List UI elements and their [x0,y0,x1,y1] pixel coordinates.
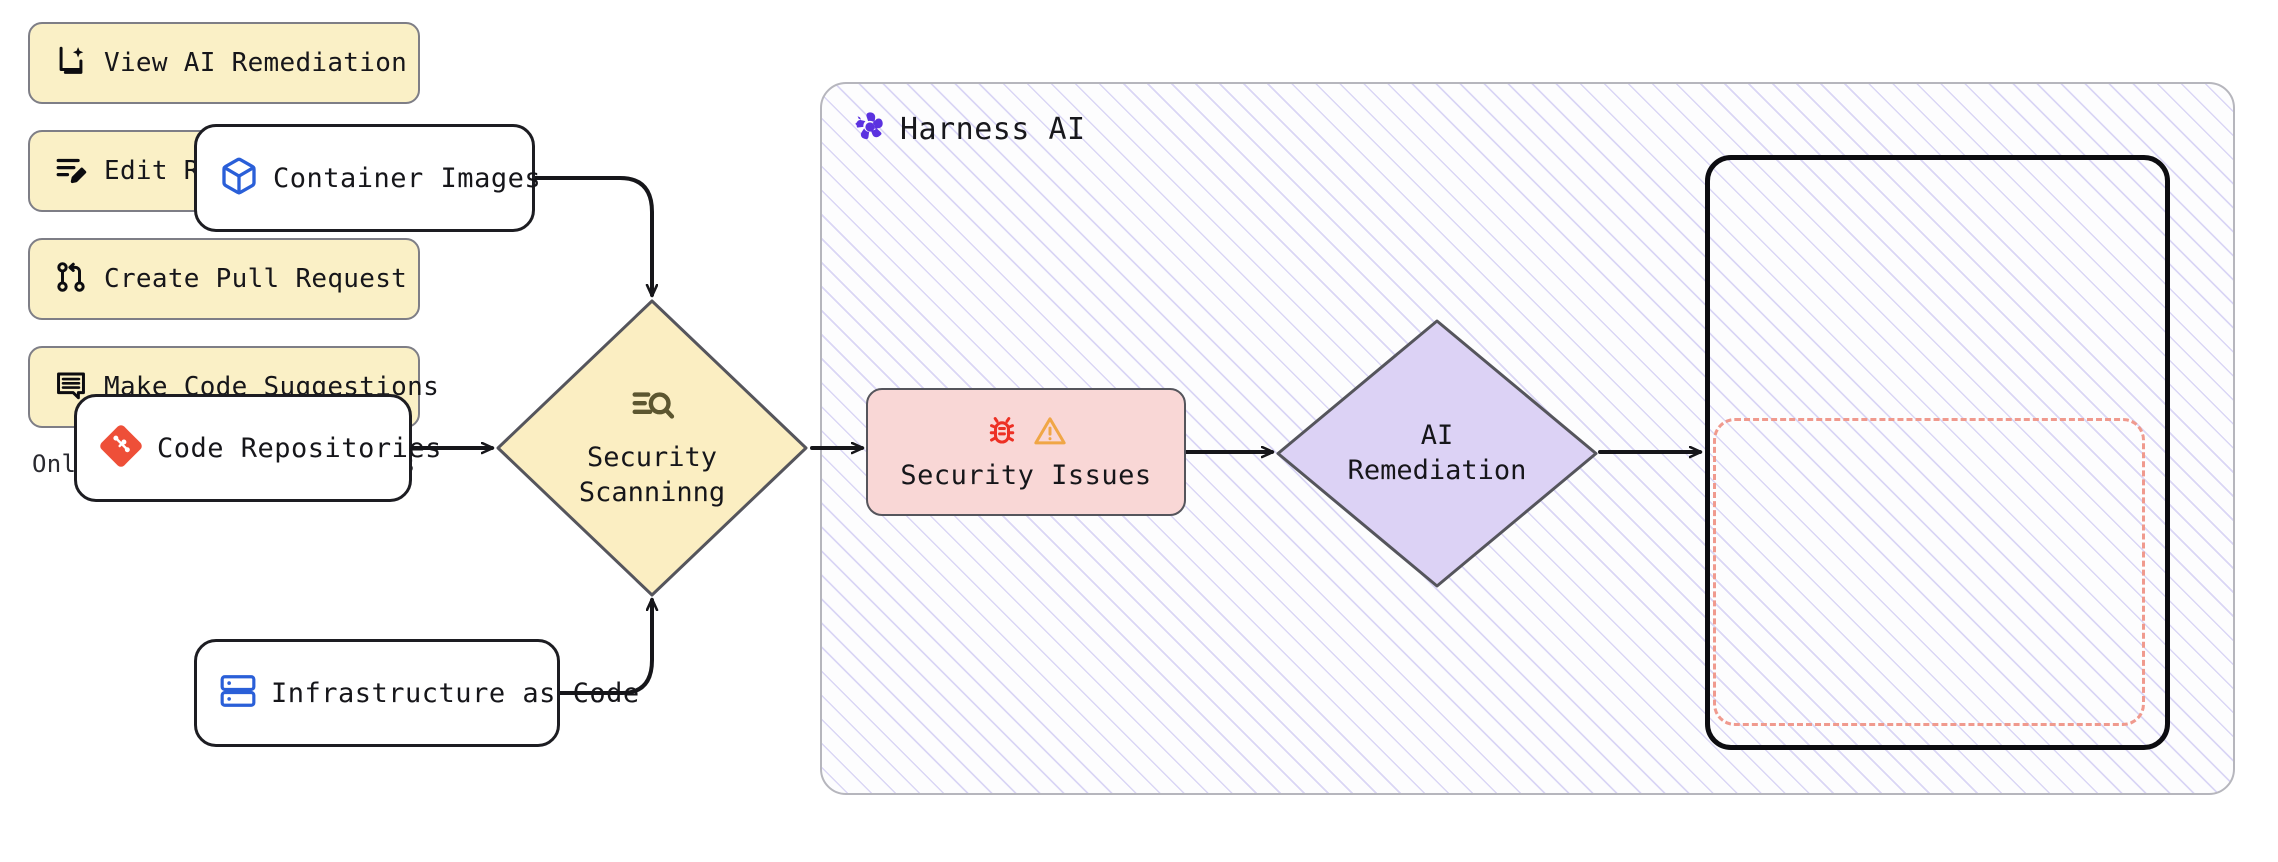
security-scanning-node[interactable]: Security Scanninng [492,295,812,601]
cube-icon [219,156,259,200]
security-issues-node[interactable]: Security Issues [866,388,1186,516]
action-label: View AI Remediation [104,48,408,78]
pull-request-icon [54,260,88,298]
security-issues-icon-row [985,414,1067,452]
source-node-infrastructure-as-code[interactable]: Infrastructure as Code [194,639,639,747]
action-label: Create Pull Request [104,264,408,294]
source-node-container-images[interactable]: Container Images [194,124,541,232]
server-stack-icon [219,672,257,714]
source-label: Code Repositories [157,432,442,464]
source-node-code-repositories[interactable]: Code Repositories [74,394,441,502]
source-label: Infrastructure as Code [271,677,640,709]
repo-only-group [1713,418,2145,726]
source-label: Container Images [273,162,542,194]
warning-triangle-icon [1033,414,1067,452]
harness-ai-title-row: Harness AI [852,109,1086,149]
edit-pencil-lines-icon [54,152,88,190]
harness-pinwheel-icon [852,109,888,149]
action-create-pull-request[interactable]: Create Pull Request [28,238,420,320]
action-view-ai-remediation[interactable]: View AI Remediation [28,22,420,104]
ai-sparkle-frame-icon [54,44,88,82]
remediation-actions-panel [1705,155,2170,750]
git-icon [99,424,143,472]
bug-icon [985,414,1019,452]
security-issues-label: Security Issues [900,459,1152,491]
ai-remediation-node[interactable]: AI Remediation [1272,315,1602,592]
comment-lines-icon [54,368,88,406]
harness-ai-title: Harness AI [900,111,1086,147]
